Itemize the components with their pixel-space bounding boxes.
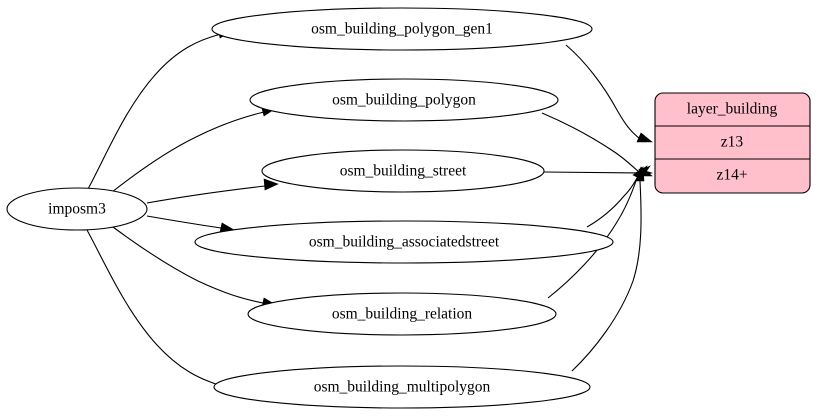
node-layer-building-row-z14plus: z14+ xyxy=(716,167,747,184)
node-osm-building-associatedstreet-label: osm_building_associatedstreet xyxy=(309,234,500,251)
node-osm-building-multipolygon-shape xyxy=(213,365,591,409)
node-osm-building-street-label: osm_building_street xyxy=(340,163,467,180)
node-imposm3[interactable]: imposm3 xyxy=(6,187,148,231)
edge-group-tables-to-layer xyxy=(541,44,654,372)
node-osm-building-associatedstreet-shape xyxy=(194,220,614,264)
edge-imposm3-to-osm-building-associatedstreet[interactable] xyxy=(146,215,235,233)
edge-imposm3-to-osm-building-polygon-gen1[interactable] xyxy=(87,27,233,190)
node-osm-building-polygon-label: osm_building_polygon xyxy=(332,92,476,109)
node-osm-building-polygon-shape xyxy=(249,78,559,122)
node-osm-building-relation-label: osm_building_relation xyxy=(332,306,473,323)
node-osm-building-polygon-gen1[interactable]: osm_building_polygon_gen1 xyxy=(211,7,593,51)
node-osm-building-polygon-gen1-label: osm_building_polygon_gen1 xyxy=(311,21,493,38)
edge-osm-building-polygon-gen1-to-layer-z13[interactable] xyxy=(565,44,653,143)
node-osm-building-street-shape xyxy=(261,149,545,193)
node-osm-building-multipolygon-label: osm_building_multipolygon xyxy=(314,379,491,396)
edge-imposm3-to-osm-building-street[interactable] xyxy=(146,178,279,204)
node-osm-building-polygon-gen1-shape xyxy=(211,7,593,51)
edge-imposm3-to-osm-building-multipolygon[interactable] xyxy=(86,229,236,391)
node-osm-building-relation[interactable]: osm_building_relation xyxy=(247,292,557,336)
node-layer-building-title: layer_building xyxy=(687,101,778,118)
edge-osm-building-multipolygon-to-layer-z14plus[interactable] xyxy=(571,165,645,372)
node-osm-building-relation-shape xyxy=(247,292,557,336)
node-osm-building-associatedstreet[interactable]: osm_building_associatedstreet xyxy=(194,220,614,264)
node-osm-building-multipolygon[interactable]: osm_building_multipolygon xyxy=(213,365,591,409)
node-osm-building-polygon[interactable]: osm_building_polygon xyxy=(249,78,559,122)
node-layer-building-box xyxy=(654,92,811,194)
node-layer-building-row-z13: z13 xyxy=(721,134,744,151)
node-imposm3-shape xyxy=(6,187,148,231)
edge-osm-building-polygon-to-layer-z14plus[interactable] xyxy=(541,112,653,177)
node-osm-building-street[interactable]: osm_building_street xyxy=(261,149,545,193)
edge-imposm3-to-osm-building-polygon[interactable] xyxy=(111,104,277,193)
node-layer-building[interactable]: layer_building z13 z14+ xyxy=(654,92,811,194)
node-imposm3-label: imposm3 xyxy=(48,201,106,218)
